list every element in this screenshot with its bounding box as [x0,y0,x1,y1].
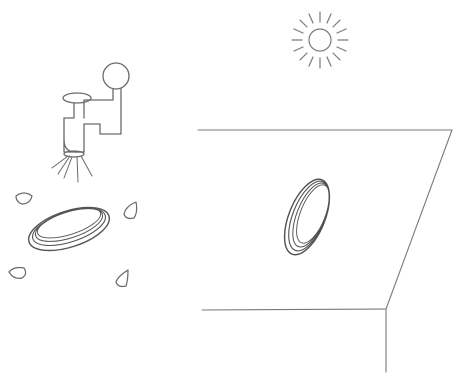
panel-bottom-edge [202,309,386,310]
water-drop-icon [124,202,137,219]
surface-panel [198,130,452,372]
lens-ring-mounted [275,173,338,261]
faucet-spout [64,140,84,152]
faucet-handle [63,93,91,103]
water-drop-icon [16,193,32,204]
panel-right-edge [386,130,452,309]
sun-rays [292,12,348,68]
lens-ring-flat [23,199,114,259]
sun-disc [309,29,331,51]
faucet-pipe [84,88,121,134]
faucet-icon [52,63,129,182]
faucet-knob [103,63,129,89]
water-streams [52,156,92,182]
sun-icon [292,12,348,68]
water-drop-icon [9,268,26,279]
faucet-stem [64,103,84,152]
water-drop-icon [116,270,128,287]
